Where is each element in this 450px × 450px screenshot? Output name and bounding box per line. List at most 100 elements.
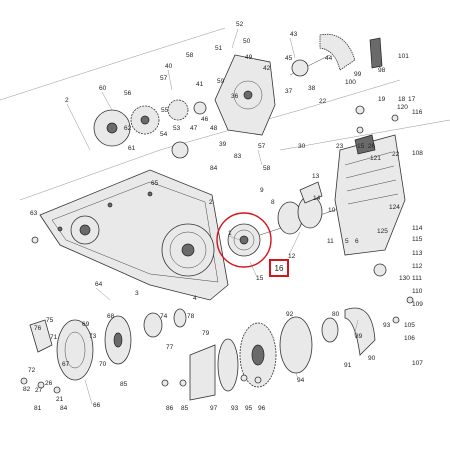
part-label-68: 68 [107,313,115,320]
part-label-47: 47 [190,125,198,132]
part-label-30: 30 [298,143,306,150]
part-label-107: 107 [412,360,423,367]
part-label-48: 48 [210,125,218,132]
part-label-96: 96 [258,405,266,412]
part-label-71: 71 [50,334,58,341]
bearing-16 [227,223,261,257]
part-label-6: 6 [355,238,359,245]
part-label-38: 38 [308,85,316,92]
part-label-101: 101 [398,53,409,60]
part-label-109: 109 [412,301,423,308]
part-label-97: 97 [210,405,218,412]
part-label-37: 37 [285,88,293,95]
part-label-125: 125 [377,228,388,235]
part-label-92: 92 [286,311,294,318]
part-label-43: 43 [290,31,298,38]
part-label-80: 80 [332,311,340,318]
part-label-53: 53 [173,125,181,132]
part-label-4: 4 [193,295,197,302]
part-label-3: 3 [135,290,139,297]
part-label-41: 41 [196,81,204,88]
part-label-17: 17 [408,96,416,103]
part-label-79: 79 [202,330,210,337]
part-label-93a: 93 [383,322,391,329]
part-label-58: 58 [186,52,194,59]
part-label-46: 46 [201,116,209,123]
part-label-85: 85 [120,381,128,388]
part-label-106: 106 [404,335,415,342]
part-label-83: 83 [234,153,242,160]
part-label-55: 55 [161,107,169,114]
part-label-76: 76 [34,325,42,332]
part-label-54: 54 [160,131,168,138]
part-label-90: 90 [368,355,376,362]
part-label-62: 62 [124,125,132,132]
part-label-86: 86 [166,405,174,412]
part-label-84b: 84 [60,405,68,412]
kick-sector [289,33,383,77]
part-label-2b: 2 [209,199,213,206]
part-label-84: 84 [210,165,218,172]
part-label-40: 40 [165,63,173,70]
part-label-15a: 15 [357,143,365,150]
part-label-11: 11 [327,238,334,245]
part-label-63: 63 [30,210,38,217]
part-label-111: 111 [412,275,422,282]
part-label-10: 10 [328,207,336,214]
variator-assembly [189,263,387,401]
part-label-93: 93 [231,405,239,412]
part-label-21: 21 [56,396,64,403]
part-label-18: 18 [398,96,406,103]
part-label-113: 113 [412,250,423,257]
part-label-64: 64 [95,281,103,288]
pulley-assembly [29,308,187,381]
part-label-19: 19 [378,96,386,103]
part-label-85b: 85 [181,405,189,412]
part-label-60: 60 [99,85,107,92]
part-label-81: 81 [34,405,42,412]
right-cover [214,54,276,136]
part-label-95: 95 [245,405,253,412]
part-label-36: 36 [231,93,239,100]
highlighted-part-number: 16 [269,259,289,277]
part-label-45: 45 [285,55,293,62]
part-label-94: 94 [297,377,305,384]
part-label-121: 121 [370,155,381,162]
part-label-99: 99 [354,71,362,78]
part-label-22: 22 [319,98,327,105]
part-label-110: 110 [412,288,423,295]
part-label-2a: 2 [65,97,69,104]
part-label-42: 42 [263,65,271,72]
leader-lines [66,28,359,405]
part-label-26: 26 [368,143,376,150]
part-label-82: 82 [23,386,31,393]
part-label-56: 56 [124,90,132,97]
part-label-1: 1 [228,230,232,237]
part-label-69: 69 [82,321,90,328]
part-label-77: 77 [166,344,174,351]
part-label-8: 8 [271,199,275,206]
part-label-61: 61 [128,145,136,152]
part-label-58b: 58 [263,165,271,172]
part-label-44: 44 [325,55,333,62]
highlight-circle [216,212,272,268]
part-label-100: 100 [345,79,356,86]
reference-line [0,27,226,101]
part-label-120: 120 [397,104,408,111]
part-label-57: 57 [160,75,168,82]
small-hardware [20,105,414,394]
part-label-108: 108 [412,150,423,157]
part-label-57b: 57 [258,143,266,150]
part-label-14: 14 [313,195,321,202]
reference-line [279,119,450,151]
part-label-91: 91 [344,362,352,369]
part-label-105: 105 [404,322,415,329]
part-label-98: 98 [378,67,386,74]
part-label-22b: 22 [392,151,400,158]
cylinder-assembly [334,134,406,256]
part-label-116: 116 [412,109,423,116]
part-label-15b: 15 [256,275,264,282]
